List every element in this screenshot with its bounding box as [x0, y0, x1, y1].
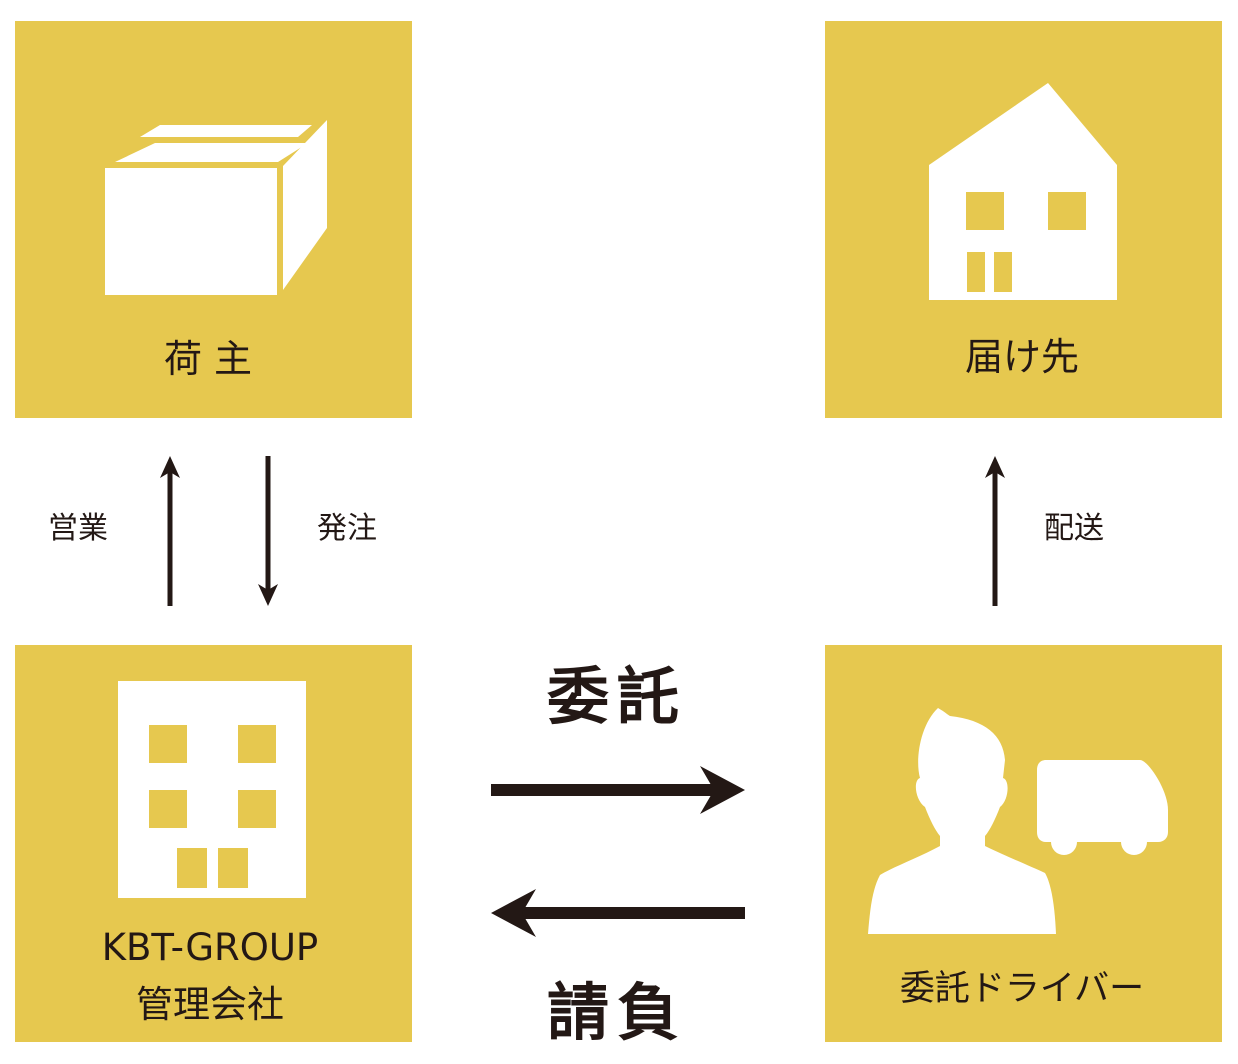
arrow-sales — [160, 456, 180, 606]
package-icon — [105, 120, 327, 295]
order-label: 発注 — [317, 511, 377, 546]
arrow-consign — [491, 766, 745, 814]
consign-label: 委託 — [547, 660, 687, 733]
node-company: KBT-GROUP 管理会社 — [15, 645, 412, 1042]
node-driver: 委託ドライバー — [825, 645, 1222, 1042]
node-shipper: 荷 主 — [15, 21, 412, 418]
company-role-label: 管理会社 — [136, 983, 284, 1026]
contract-label: 請負 — [547, 976, 687, 1049]
arrow-order — [258, 456, 278, 606]
house-icon — [929, 83, 1117, 300]
person-icon — [868, 708, 1056, 934]
driver-box — [825, 645, 1222, 1042]
node-destination: 届け先 — [825, 21, 1222, 418]
arrow-delivery — [985, 456, 1005, 606]
truck-icon — [1037, 760, 1168, 855]
destination-label: 届け先 — [965, 335, 1079, 379]
sales-label: 営業 — [48, 511, 108, 546]
shipper-label: 荷 主 — [164, 337, 252, 381]
delivery-label: 配送 — [1044, 511, 1104, 546]
building-icon — [118, 681, 306, 898]
driver-label: 委託ドライバー — [900, 969, 1144, 1009]
driver-truck-icon — [868, 708, 1168, 934]
arrow-contract — [491, 889, 745, 937]
company-name-label: KBT-GROUP — [102, 926, 318, 969]
